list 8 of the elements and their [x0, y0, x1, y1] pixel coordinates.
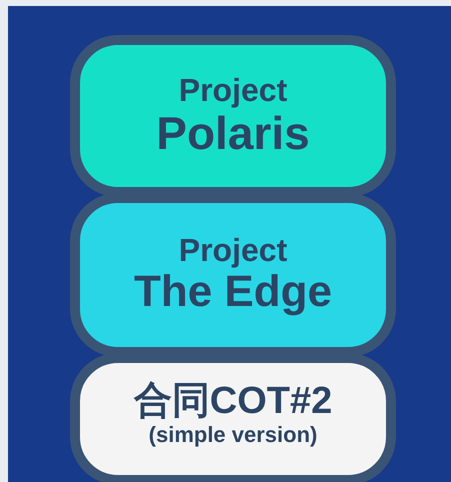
box-heading: 合同COT#2 — [134, 381, 332, 423]
rounded-box — [70, 35, 396, 197]
box-text: The Edge — [134, 268, 332, 317]
box-heading: Project — [178, 233, 288, 268]
box-text: Polaris — [156, 108, 310, 159]
box-heading: Project — [178, 73, 288, 108]
rounded-box — [70, 353, 396, 482]
box-text: (simple version) — [148, 422, 318, 447]
